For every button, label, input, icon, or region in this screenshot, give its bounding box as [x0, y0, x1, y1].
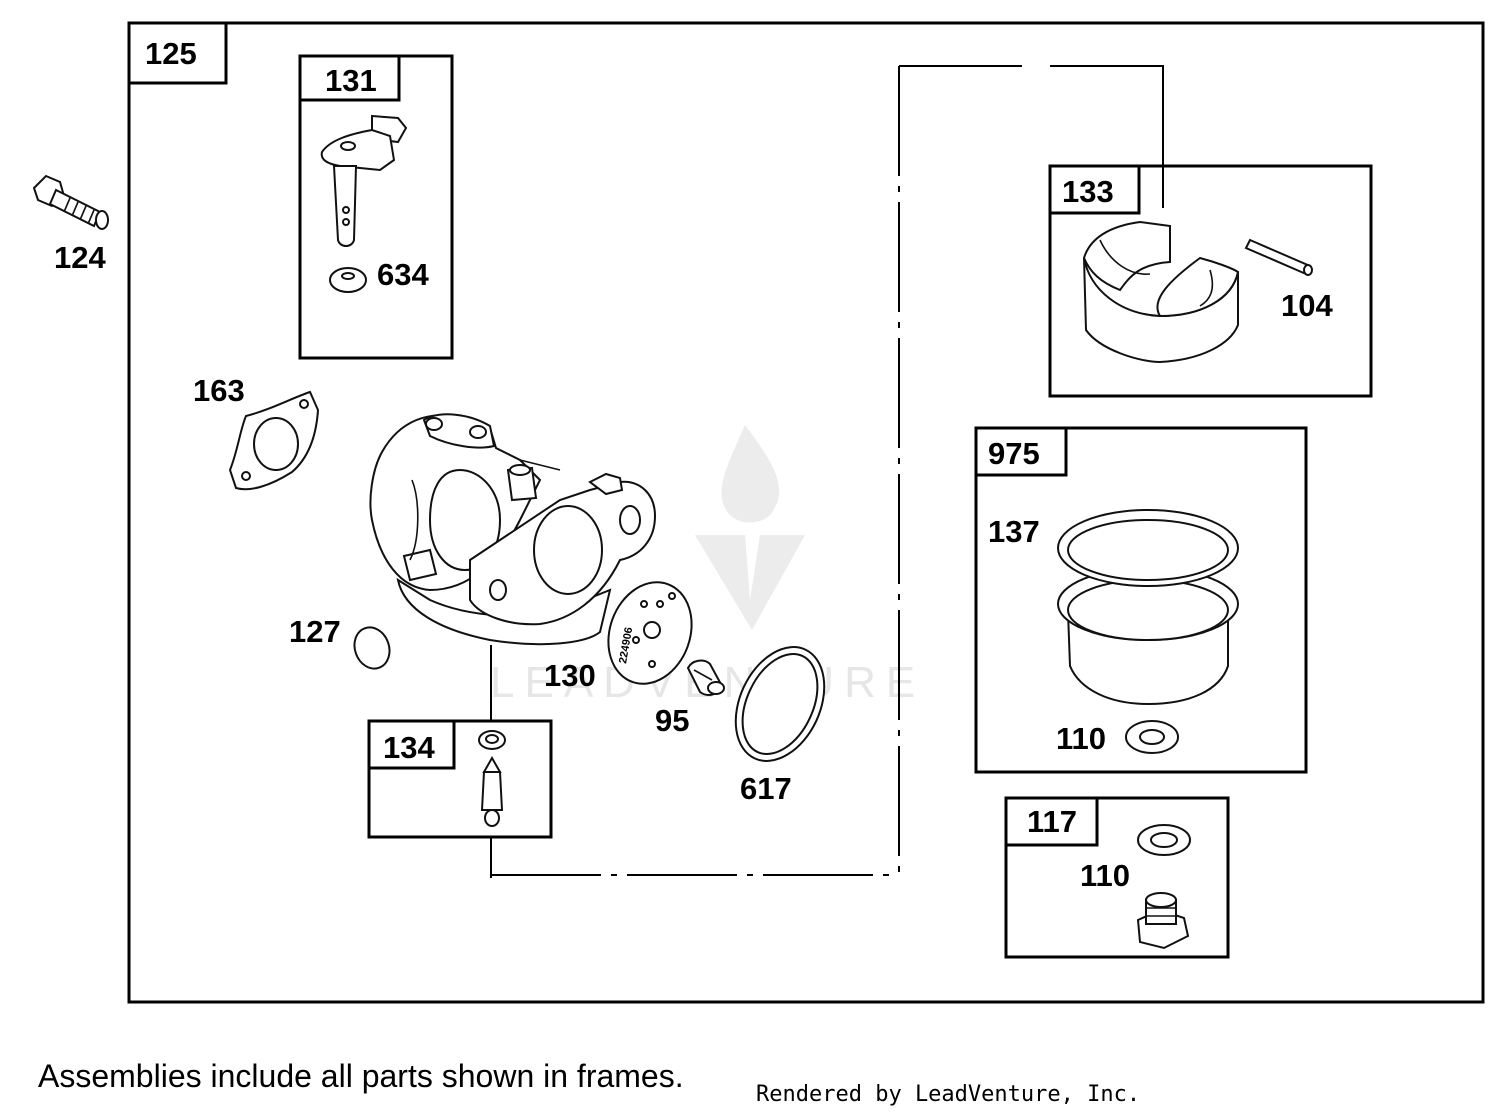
callout-95[interactable]: 95	[655, 703, 689, 738]
callouts: 124 634 104 163 137 127 130 95 110 617 1…	[54, 240, 1333, 893]
frame-bowl-tab	[974, 426, 1068, 477]
frame-choke-tab	[298, 54, 401, 102]
frame-main-assembly	[127, 21, 1485, 1004]
frame-float-tab	[1048, 164, 1141, 215]
part-screw-124[interactable]	[32, 174, 109, 230]
part-float[interactable]	[1082, 220, 1240, 364]
callout-110-drain[interactable]: 110	[1080, 858, 1130, 893]
frame-inlet-needle	[367, 719, 553, 839]
callout-130[interactable]: 130	[544, 658, 596, 693]
frame-main-tab	[127, 21, 228, 85]
frame-drain-label[interactable]: 117	[1027, 804, 1077, 839]
callout-124[interactable]: 124	[54, 240, 106, 275]
part-float-bowl[interactable]	[1057, 509, 1239, 706]
render-credit: Rendered by LeadVenture, Inc.	[756, 1082, 1141, 1107]
callout-104[interactable]: 104	[1281, 288, 1333, 323]
part-hinge-pin-104[interactable]	[1244, 238, 1313, 276]
frame-main-label[interactable]: 125	[145, 36, 197, 71]
frame-float-label[interactable]: 133	[1062, 174, 1114, 209]
part-welch-plug-127[interactable]	[349, 622, 395, 673]
callout-163[interactable]: 163	[193, 373, 245, 408]
frame-drain-tab	[1004, 796, 1099, 847]
frame-drain-screw	[1004, 796, 1230, 959]
assemblies-note: Assemblies include all parts shown in fr…	[38, 1058, 684, 1094]
part-o-ring-617[interactable]	[718, 633, 841, 776]
part-washer-110-bowl[interactable]	[1125, 720, 1179, 754]
part-throttle-plate-130[interactable]: 224906	[595, 570, 706, 695]
callout-110-bowl[interactable]: 110	[1056, 721, 1106, 756]
part-throttle-screw-95[interactable]	[686, 659, 725, 696]
part-washer-110-drain[interactable]	[1137, 824, 1191, 856]
frame-float-bowl	[974, 426, 1308, 774]
part-seal-634[interactable]	[329, 267, 367, 293]
callout-127[interactable]: 127	[289, 614, 341, 649]
frame-bowl-label[interactable]: 975	[988, 436, 1040, 471]
frame-choke-label[interactable]: 131	[325, 63, 377, 98]
connector-line	[490, 65, 1164, 878]
callout-617[interactable]: 617	[740, 771, 792, 806]
part-carburetor-body[interactable]	[369, 413, 657, 646]
callout-634[interactable]: 634	[377, 257, 429, 292]
frame-float	[1048, 164, 1373, 398]
frame-needle-tab	[367, 719, 456, 770]
callout-137[interactable]: 137	[988, 514, 1040, 549]
watermark-v-icon	[695, 535, 805, 630]
frame-needle-label[interactable]: 134	[383, 730, 435, 765]
watermark-flame-icon	[721, 425, 780, 523]
part-choke-shaft[interactable]	[320, 114, 408, 247]
part-drain-screw[interactable]	[1136, 892, 1190, 950]
part-gasket-163[interactable]	[228, 390, 320, 491]
part-inlet-needle-seat[interactable]	[478, 730, 506, 827]
